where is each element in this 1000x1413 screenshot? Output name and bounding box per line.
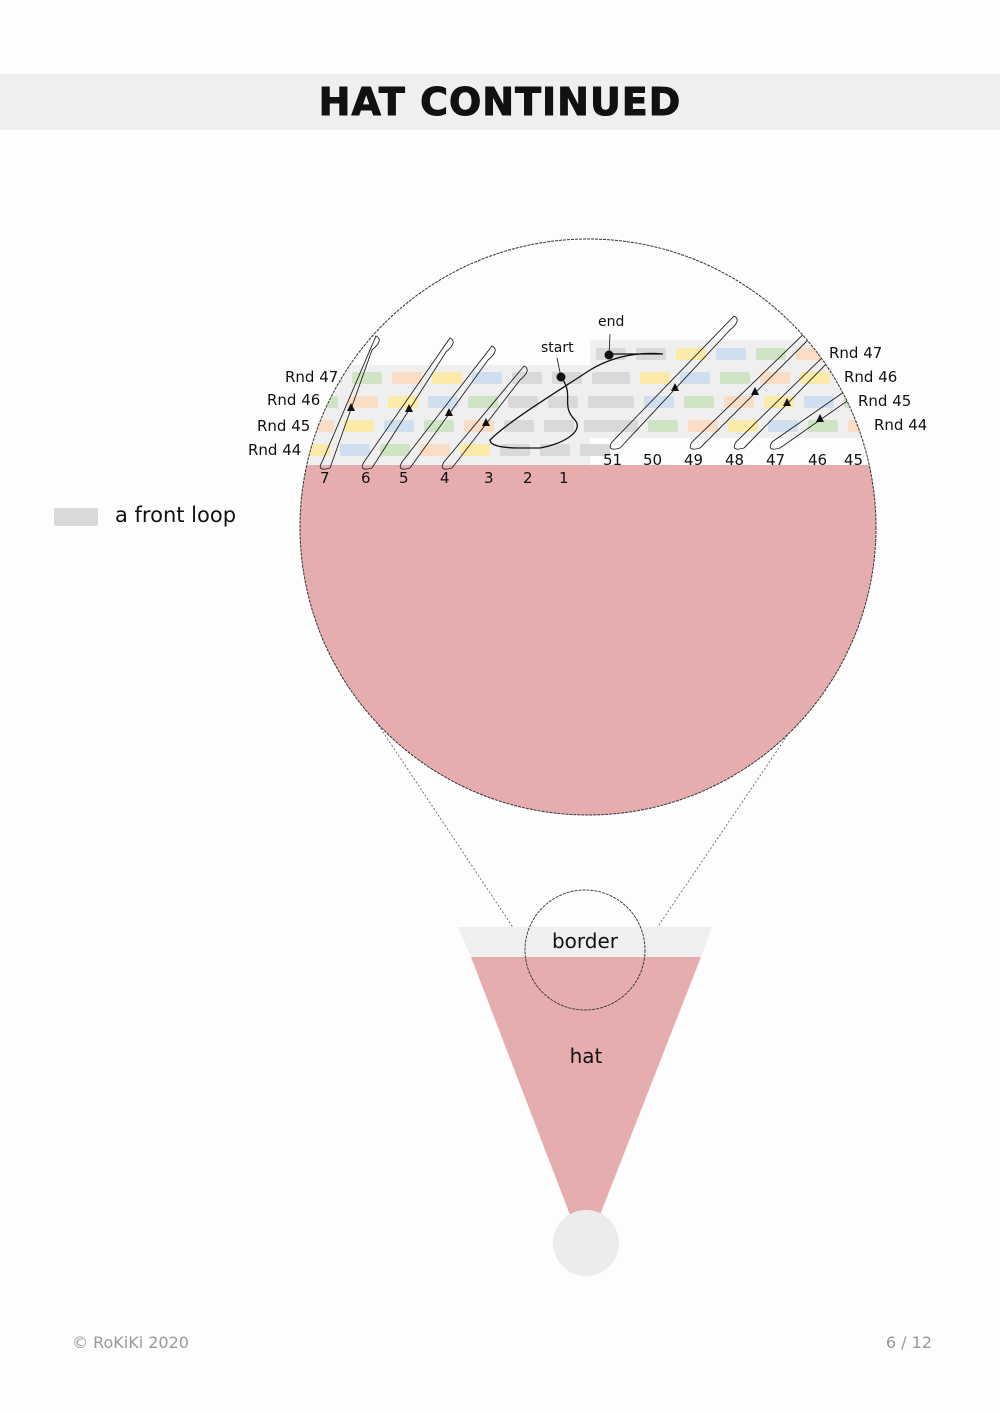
stitch-num-2: 2 [523, 469, 533, 487]
stitch-num-46: 46 [808, 451, 827, 469]
zoom-source-circle [524, 889, 646, 1011]
round-path-arrow [489, 352, 664, 449]
stitch-cell [472, 372, 502, 384]
stitch-loops [319, 315, 868, 470]
stitch-cell [728, 420, 758, 432]
loop-arrow [671, 383, 679, 391]
loop-left [361, 337, 454, 470]
loop-arrow [751, 387, 759, 395]
pompom [553, 1210, 619, 1276]
loop-arrow [816, 414, 824, 422]
stitch-cell [720, 372, 750, 384]
loop-arrow [405, 404, 413, 412]
stitch-cell [544, 420, 574, 432]
stitch-num-48: 48 [725, 451, 744, 469]
loop-left [399, 345, 496, 470]
hat-label: hat [570, 1044, 603, 1068]
stitch-num-47: 47 [766, 451, 785, 469]
left-round-44: Rnd 44 [248, 441, 301, 459]
zoom-circle-outline [299, 238, 877, 816]
left-round-47: Rnd 47 [285, 368, 338, 386]
stitch-cell [648, 420, 678, 432]
title-band [0, 74, 1000, 130]
loop-left [319, 335, 380, 470]
loop-arrow [482, 418, 490, 426]
stitch-cell [604, 396, 634, 408]
zoom-line-right [641, 704, 809, 951]
stitch-cell [432, 372, 462, 384]
copyright: © RoKiKi 2020 [72, 1333, 189, 1352]
hat-cone [471, 957, 701, 1220]
stitch-cell [500, 444, 530, 456]
stitch-num-3: 3 [484, 469, 494, 487]
left-round-45: Rnd 45 [257, 417, 310, 435]
stitch-cell [676, 348, 706, 360]
right-round-46: Rnd 46 [844, 368, 897, 386]
stitch-num-45: 45 [844, 451, 863, 469]
end-label: end [598, 314, 624, 330]
border-label: border [552, 929, 619, 953]
legend-swatch-front-loop [54, 508, 98, 526]
stitch-cell [344, 420, 374, 432]
stitch-cell [424, 420, 454, 432]
stitch-cell [388, 396, 418, 408]
start-label: start [541, 340, 574, 356]
stitch-cell [380, 444, 410, 456]
stitch-cell [804, 396, 834, 408]
right-round-47: Rnd 47 [829, 344, 882, 362]
stitch-cell [420, 444, 450, 456]
border-band [458, 927, 712, 957]
page-number: 6 / 12 [885, 1333, 932, 1352]
stitch-cell [644, 396, 674, 408]
stitch-cell [504, 420, 534, 432]
stitch-cell [688, 420, 718, 432]
loop-arrow [783, 398, 791, 406]
stitch-cell [340, 444, 370, 456]
loop-arrow [347, 403, 355, 411]
stitch-cell [460, 444, 490, 456]
stitch-num-1: 1 [559, 469, 569, 487]
stitch-cell [508, 396, 538, 408]
zoom-hat-area [300, 465, 876, 815]
stitch-grid [300, 348, 876, 456]
stitch-cell [768, 420, 798, 432]
stitch-num-50: 50 [643, 451, 662, 469]
legend-label: a front loop [115, 503, 237, 527]
stitch-cell [760, 372, 790, 384]
stitch-cell [428, 396, 458, 408]
stitch-cell [640, 372, 670, 384]
stitch-cell [724, 396, 754, 408]
stitch-cell [756, 348, 786, 360]
stitch-cell [584, 420, 614, 432]
stitch-num-6: 6 [361, 469, 371, 487]
zoom-line-left [364, 704, 529, 951]
stitch-num-5: 5 [399, 469, 409, 487]
stitch-cell [392, 372, 422, 384]
stitch-num-7: 7 [320, 469, 330, 487]
stitch-cell [680, 372, 710, 384]
stitch-cell [800, 372, 830, 384]
stitch-num-49: 49 [684, 451, 703, 469]
stitch-num-4: 4 [440, 469, 450, 487]
stitch-cell [548, 396, 578, 408]
end-pointer [608, 333, 611, 356]
loop-left [441, 365, 528, 470]
stitch-num-51: 51 [603, 451, 622, 469]
stitch-cell [600, 372, 630, 384]
start-pointer [556, 357, 562, 378]
stitch-cell [468, 396, 498, 408]
stitch-cell [348, 396, 378, 408]
stitch-cell [540, 444, 570, 456]
stitch-cell [716, 348, 746, 360]
left-round-46: Rnd 46 [267, 391, 320, 409]
page-title: HAT CONTINUED [318, 80, 682, 125]
stitch-cell [684, 396, 714, 408]
stitch-cell [512, 372, 542, 384]
loop-arrow [445, 408, 453, 416]
loop-right [609, 315, 738, 450]
right-round-44: Rnd 44 [874, 416, 927, 434]
stitch-cell [580, 444, 610, 456]
right-round-45: Rnd 45 [858, 392, 911, 410]
